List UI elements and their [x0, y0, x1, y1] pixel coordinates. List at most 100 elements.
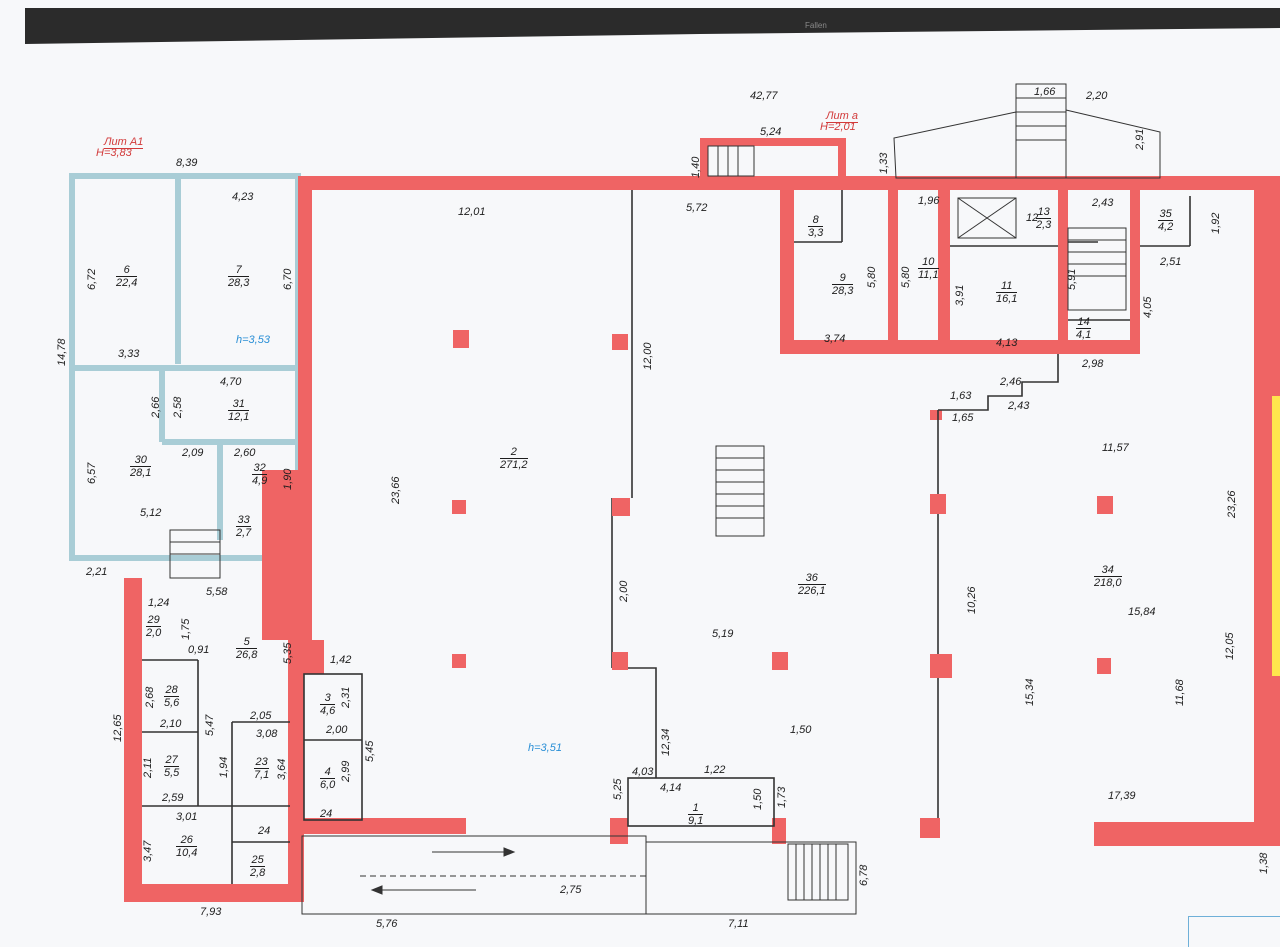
dim: 1,63 [950, 390, 972, 402]
dim: 2,21 [86, 566, 108, 578]
dim: 2,05 [250, 710, 272, 722]
dim-v: 6,78 [858, 864, 870, 886]
dim-v: 2,68 [144, 686, 156, 708]
dim: 5,76 [376, 918, 398, 930]
scan-top-band [25, 8, 1280, 44]
dim: 1,24 [148, 597, 170, 609]
dim-v: 23,26 [1226, 490, 1238, 518]
dim: 2,98 [1082, 358, 1104, 370]
dim-v: 1,33 [878, 152, 890, 174]
dim-v: 1,90 [282, 468, 294, 490]
dim: 1,65 [952, 412, 974, 424]
dim-v: 1,40 [690, 156, 702, 178]
dim: 2,60 [234, 447, 256, 459]
right-yellow-strip [1272, 396, 1280, 676]
dim-v: 10,26 [966, 586, 978, 614]
height-a1: h=3,53 [236, 334, 270, 346]
dim: 4,70 [220, 376, 242, 388]
dim: 2,75 [560, 884, 582, 896]
dim: 2,59 [162, 792, 184, 804]
elevator [957, 197, 1017, 239]
dim-v: 6,57 [86, 462, 98, 484]
dim: 7,11 [728, 918, 749, 930]
room-24: 24 [258, 825, 271, 837]
dim-v: 2,66 [150, 396, 162, 418]
dim-v: 1,94 [218, 756, 230, 778]
dim-v: 5,91 [1066, 268, 1078, 290]
dim: 2,51 [1160, 256, 1182, 268]
dim: 2,43 [1008, 400, 1030, 412]
dim-v: 23,66 [390, 476, 402, 504]
dim-v: 3,47 [142, 840, 154, 862]
dim-v: 3,91 [954, 284, 966, 306]
columns [452, 330, 1113, 678]
dim-v: 6,70 [282, 268, 294, 290]
dim-v: 11,68 [1174, 679, 1186, 706]
dim: 4,03 [632, 766, 654, 778]
dim: 2,46 [1000, 376, 1022, 388]
dim: 1,42 [330, 654, 352, 666]
dim: 4,23 [232, 191, 254, 203]
lit-a1-name: Лит А1 [104, 136, 144, 149]
inner-lines [142, 190, 1191, 884]
dim-v: 12,00 [642, 342, 654, 370]
dim: 3,74 [824, 333, 846, 345]
lit-a-height: H=2,01 [820, 121, 856, 133]
dim: 1,50 [790, 724, 812, 736]
dim-v: 4,05 [1142, 296, 1154, 318]
dim: 0,91 [188, 644, 210, 656]
dim: 5,12 [140, 507, 162, 519]
top-banner-text: Fallen [805, 21, 827, 30]
dim-v: 2,58 [172, 396, 184, 418]
dim-v: 1,92 [1210, 212, 1222, 234]
dim: 5,72 [686, 202, 708, 214]
dim: 12,01 [458, 206, 486, 218]
dim-v: 1,50 [752, 788, 764, 810]
dim: 7,93 [200, 906, 222, 918]
dim-v: 5,45 [364, 740, 376, 762]
ramp [301, 835, 857, 915]
dim: 24 [320, 808, 333, 820]
dim-v: 12,34 [660, 728, 672, 756]
dim: 8,39 [176, 157, 198, 169]
main-walls [124, 138, 1280, 902]
dim: 2,20 [1086, 90, 1108, 102]
dim: 17,39 [1108, 790, 1136, 802]
dim: 1,66 [1034, 86, 1056, 98]
dim-v: 12,65 [112, 714, 124, 742]
dim-v: 12,05 [1224, 632, 1236, 660]
dim: 42,77 [750, 90, 778, 102]
dim-v: 5,80 [866, 266, 878, 288]
lit-a1-height: H=3,83 [96, 147, 132, 159]
dim: 2,10 [160, 718, 182, 730]
room-12: 12 [1026, 212, 1039, 224]
dim: 3,33 [118, 348, 140, 360]
dim: 2,00 [326, 724, 348, 736]
stairs [169, 83, 1161, 901]
dim-v: 1,73 [776, 786, 788, 808]
dim-v: 1,75 [180, 618, 192, 640]
height-main: h=3,51 [528, 742, 562, 754]
dim: 1,96 [918, 195, 940, 207]
